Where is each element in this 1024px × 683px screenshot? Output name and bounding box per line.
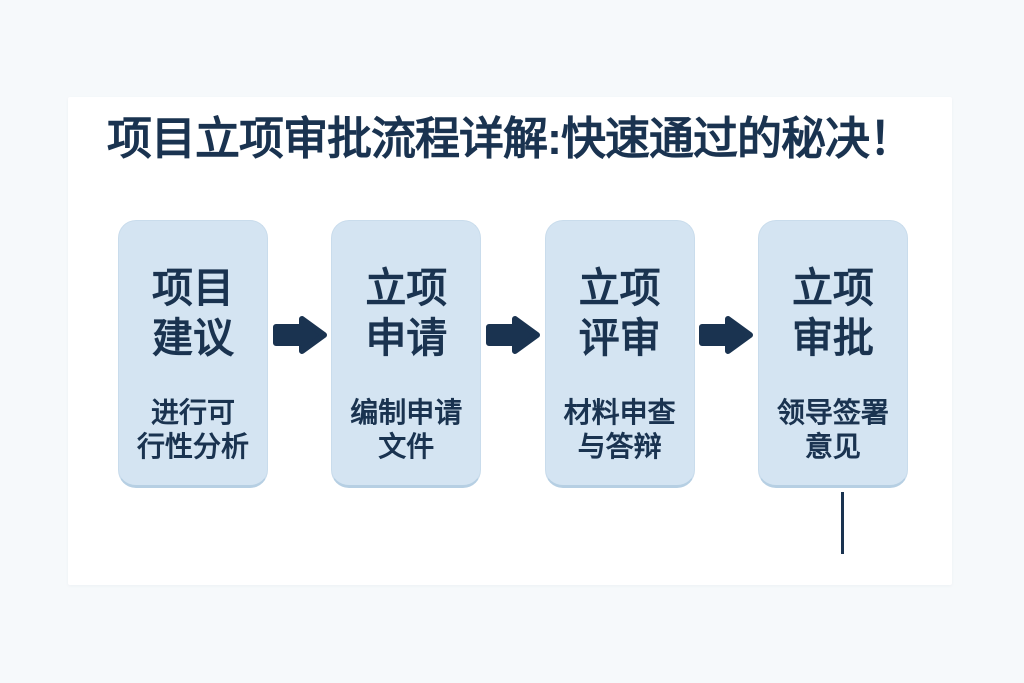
step-heading-line: 申请 bbox=[365, 315, 448, 361]
step-detail-line: 领导签署 bbox=[776, 397, 889, 428]
step-heading-line: 立项 bbox=[791, 265, 874, 311]
step-detail-line: 材料申查 bbox=[563, 397, 676, 428]
arrow-right-icon bbox=[272, 313, 328, 357]
step-detail-line: 行性分析 bbox=[136, 431, 249, 462]
step-detail: 进行可 行性分析 bbox=[119, 396, 267, 464]
step-heading-line: 建议 bbox=[152, 315, 234, 361]
step-detail-line: 与答辩 bbox=[577, 431, 662, 462]
step-heading: 项目 建议 bbox=[119, 263, 267, 363]
step-detail: 材料申查 与答辩 bbox=[546, 396, 694, 464]
step-detail: 编制申请 文件 bbox=[332, 396, 480, 464]
step-heading: 立项 审批 bbox=[759, 263, 907, 363]
step-box-approval: 立项 审批 领导签署 意见 bbox=[757, 220, 908, 488]
step-detail-line: 进行可 bbox=[150, 397, 235, 428]
step-heading: 立项 评审 bbox=[546, 263, 694, 363]
infographic-card: 项目立项审批流程详解:快速通过的秘决！ 项目 建议 进行可 行性分析 bbox=[68, 97, 952, 585]
step-heading-line: 项目 bbox=[152, 265, 234, 311]
connector-line bbox=[841, 492, 844, 554]
step-heading: 立项 申请 bbox=[332, 263, 480, 363]
step-heading-line: 审批 bbox=[791, 315, 874, 361]
step-detail-line: 编制申请 bbox=[350, 397, 463, 428]
page-title: 项目立项审批流程详解:快速通过的秘决！ bbox=[107, 113, 914, 164]
step-heading-line: 评审 bbox=[578, 315, 661, 361]
step-box-review: 立项 评审 材料申查 与答辩 bbox=[544, 220, 695, 488]
step-heading-line: 立项 bbox=[578, 265, 661, 311]
process-flow: 项目 建议 进行可 行性分析 立项 申请 编制申请 bbox=[118, 220, 908, 488]
arrow-right-icon bbox=[698, 313, 754, 357]
step-detail-line: 文件 bbox=[378, 431, 435, 462]
step-detail-line: 意见 bbox=[804, 431, 861, 462]
step-detail: 领导签署 意见 bbox=[759, 396, 907, 464]
step-box-proposal: 项目 建议 进行可 行性分析 bbox=[118, 220, 268, 488]
arrow-right-icon bbox=[485, 313, 541, 357]
step-box-application: 立项 申请 编制申请 文件 bbox=[331, 220, 482, 488]
step-heading-line: 立项 bbox=[365, 265, 448, 311]
